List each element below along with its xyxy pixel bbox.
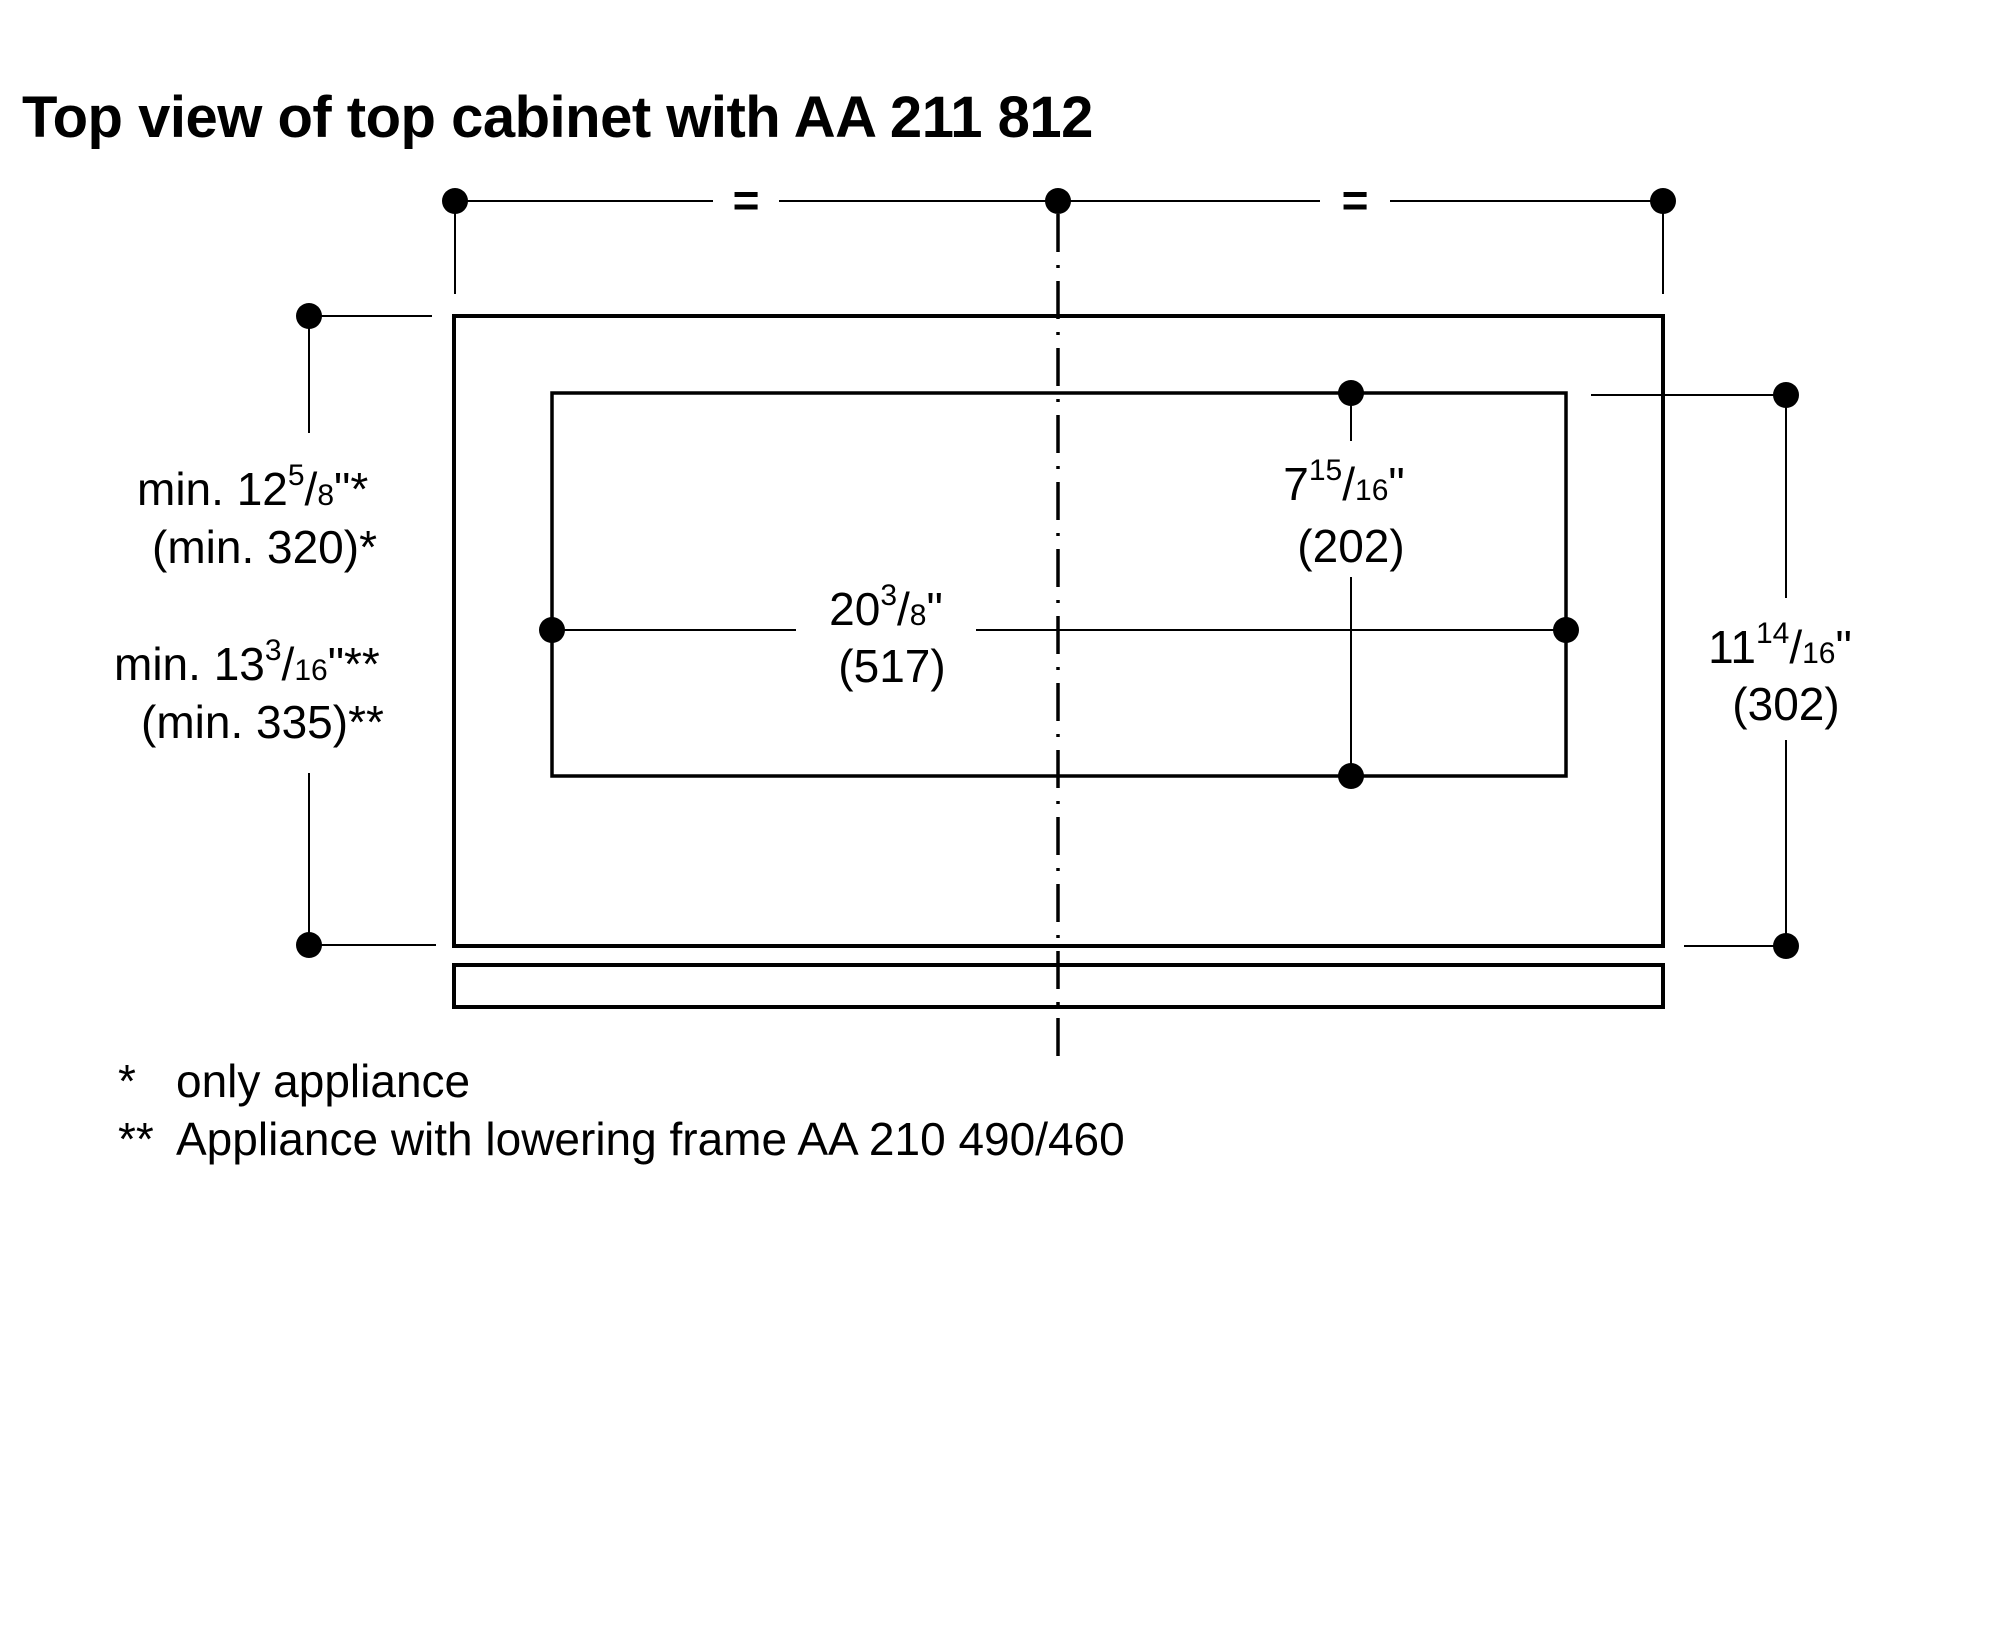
left-depth-appliance-unit: "*	[334, 463, 368, 515]
right-half-equal-label: =	[1342, 174, 1369, 226]
inner-width-denominator: 8	[910, 599, 927, 632]
inner-width-numerator: 3	[880, 579, 897, 612]
left-depth-appliance-metric: (min. 320)*	[152, 521, 377, 573]
right-depth-numerator: 14	[1756, 617, 1789, 650]
top-width-dimension: = =	[442, 174, 1676, 294]
footnote-mark: *	[118, 1055, 136, 1107]
inner-left-dimension-dot	[539, 617, 565, 643]
inner-bottom-dimension-dot	[1338, 763, 1364, 789]
left-half-equal-label: =	[733, 174, 760, 226]
left-depth-frame-imperial: min. 133/16"**	[114, 634, 380, 690]
right-bottom-dimension-dot	[1773, 933, 1799, 959]
left-depth-frame-numerator: 3	[265, 634, 282, 667]
inner-depth-whole: 7	[1283, 458, 1309, 510]
top-center-dimension-dot	[1045, 188, 1071, 214]
inner-width-unit: "	[926, 583, 942, 635]
fraction-slash: /	[282, 638, 295, 690]
right-depth-dimension: 1114/16" (302)	[1591, 382, 1852, 959]
diagram-title: Top view of top cabinet with AA 211 812	[22, 85, 1093, 150]
left-depth-appliance-imperial: min. 125/8"*	[137, 459, 368, 515]
right-depth-imperial: 1114/16"	[1708, 617, 1852, 673]
right-top-dimension-dot	[1773, 382, 1799, 408]
left-bottom-dimension-dot	[296, 932, 322, 958]
top-left-dimension-dot	[442, 188, 468, 214]
right-depth-denominator: 16	[1802, 637, 1835, 670]
inner-width-metric: (517)	[838, 640, 945, 692]
inner-depth-dimension: 715/16" (202)	[1283, 380, 1405, 789]
fraction-slash: /	[897, 583, 910, 635]
left-depth-frame-prefix: min.	[114, 638, 214, 690]
right-depth-whole: 11	[1708, 621, 1756, 673]
inner-depth-denominator: 16	[1355, 474, 1388, 507]
left-depth-appliance-numerator: 5	[288, 459, 305, 492]
footnote-mark: **	[118, 1113, 154, 1165]
footnote-lowering-frame: ** Appliance with lowering frame AA 210 …	[118, 1110, 1125, 1168]
top-right-dimension-dot	[1650, 188, 1676, 214]
left-depth-frame-unit: "**	[328, 638, 380, 690]
left-depth-dimension: min. 125/8"* (min. 320)* min. 133/16"** …	[114, 303, 436, 958]
footnote-appliance-only: * only appliance	[118, 1052, 1125, 1110]
left-top-dimension-dot	[296, 303, 322, 329]
left-depth-appliance-whole: 12	[237, 463, 288, 515]
fraction-slash: /	[1789, 621, 1802, 673]
inner-depth-unit: "	[1388, 458, 1404, 510]
left-depth-appliance-prefix: min.	[137, 463, 237, 515]
inner-width-whole: 20	[829, 583, 880, 635]
inner-depth-numerator: 15	[1309, 454, 1342, 487]
left-depth-frame-whole: 13	[214, 638, 265, 690]
right-depth-unit: "	[1835, 621, 1851, 673]
left-depth-frame-metric: (min. 335)**	[141, 696, 384, 748]
inner-depth-metric: (202)	[1297, 520, 1404, 572]
inner-width-dimension: 203/8" (517)	[539, 579, 1579, 692]
inner-depth-imperial: 715/16"	[1283, 454, 1404, 510]
inner-top-dimension-dot	[1338, 380, 1364, 406]
left-depth-appliance-denominator: 8	[317, 479, 334, 512]
fraction-slash: /	[1342, 458, 1355, 510]
footnotes: * only appliance ** Appliance with lower…	[118, 1052, 1125, 1168]
inner-width-imperial: 203/8"	[829, 579, 943, 635]
footnote-text: Appliance with lowering frame AA 210 490…	[176, 1113, 1125, 1165]
left-depth-frame-denominator: 16	[294, 654, 327, 687]
fraction-slash: /	[305, 463, 318, 515]
right-depth-metric: (302)	[1732, 678, 1839, 730]
footnote-text: only appliance	[176, 1055, 471, 1107]
inner-right-dimension-dot	[1553, 617, 1579, 643]
